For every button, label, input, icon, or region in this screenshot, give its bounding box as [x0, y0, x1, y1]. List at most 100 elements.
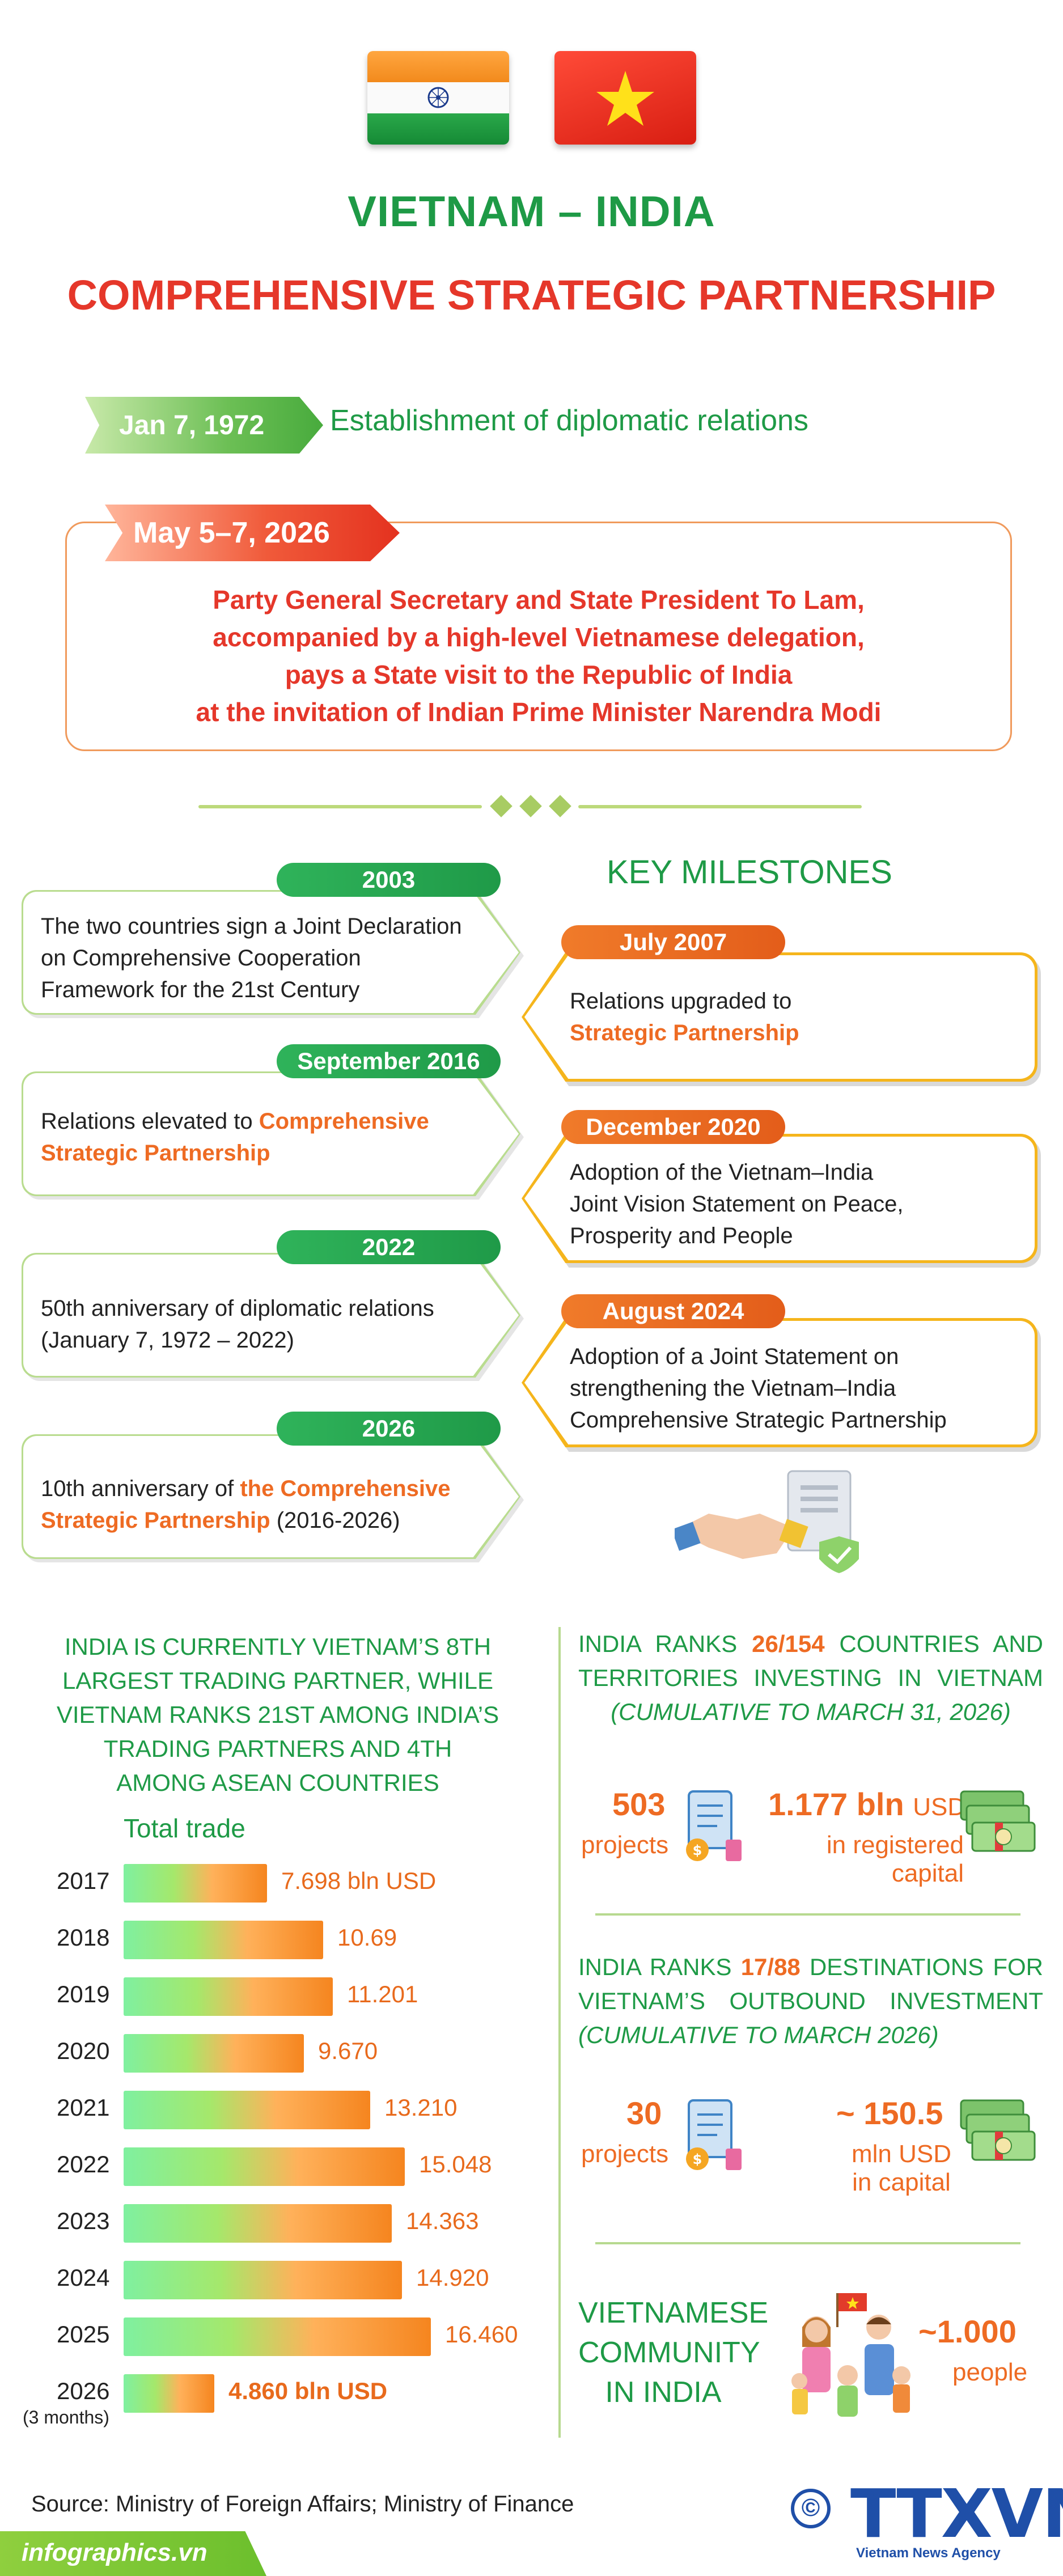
india-flag-icon [367, 51, 509, 145]
milestone-line: The two countries sign a Joint Declarati… [41, 914, 462, 939]
milestone-2007-text: Relations upgraded to Strategic Partners… [570, 985, 799, 1049]
chart-year-label: 2023 [57, 2208, 110, 2234]
site-link[interactable]: infographics.vn [22, 2539, 207, 2566]
milestone-line: Framework for the 21st Century [41, 977, 360, 1002]
section-divider [595, 1913, 1020, 1916]
capital-label-line: in capital [852, 2168, 951, 2196]
milestone-line: Relations upgraded to [570, 989, 792, 1014]
logo-subtitle: Vietnam News Agency [856, 2545, 1001, 2561]
chart-value-label: 13.210 [384, 2094, 458, 2121]
milestone-2020-text: Adoption of the Vietnam–India Joint Visi… [570, 1156, 904, 1252]
milestone-2003-text: The two countries sign a Joint Declarati… [41, 910, 462, 1006]
divider-left [198, 805, 482, 808]
headline-text: DESTINATIONS FOR [800, 1954, 1043, 1980]
capital-value: 1.177 bln USD [768, 1786, 965, 1823]
chart-year-label: 2020 [57, 2037, 110, 2064]
source-note: Source: Ministry of Foreign Affairs; Min… [31, 2492, 574, 2516]
copyright-icon: © [791, 2489, 831, 2528]
chart-bar [124, 1864, 267, 1903]
investment-in-vn-headline: INDIA RANKS 26/154 COUNTRIES AND TERRITO… [578, 1627, 1043, 1729]
establishment-date-tag: Jan 7, 1972 [85, 397, 323, 454]
headline-text: TERRITORIES INVESTING IN VIETNAM [578, 1664, 1043, 1691]
milestone-highlight: Strategic Partnership [41, 1141, 270, 1166]
chart-year-label: 2026 [57, 2378, 110, 2404]
chart-year-label: 2018 [57, 1924, 110, 1951]
chart-year-label: 2017 [57, 1867, 110, 1894]
milestone-2003-box [22, 890, 520, 1015]
community-count-label: people [952, 2358, 1028, 2386]
divider-diamond [549, 795, 571, 817]
milestone-year-pill: 2026 [277, 1412, 501, 1446]
outbound-projects-count: 30 [626, 2095, 662, 2131]
milestone-highlight: Comprehensive [259, 1109, 429, 1134]
capital-label-line: in registered [826, 1831, 964, 1859]
establishment-text: Establishment of diplomatic relations [330, 404, 808, 437]
milestone-line: (January 7, 1972 – 2022) [41, 1328, 294, 1353]
document-pen-icon: $ [686, 1790, 742, 1861]
outbound-capital-value: ~ 150.5 [836, 2095, 943, 2131]
community-line: VIETNAMESE [578, 2297, 769, 2329]
chart-value-label: 4.860 bln USD [228, 2378, 388, 2404]
milestone-2024-box [522, 1318, 1037, 1447]
capital-number: 1.177 bln [768, 1786, 904, 1822]
chart-value-label: 16.460 [445, 2321, 518, 2348]
headline-line: LARGEST TRADING PARTNER, WHILE [62, 1667, 494, 1694]
outbound-projects-label: projects [581, 2140, 669, 2168]
chart-year-label: 2022 [57, 2151, 110, 2177]
chart-bar [124, 1977, 333, 2016]
milestone-line: 50th anniversary of diplomatic relations [41, 1296, 434, 1321]
total-trade-label: Total trade [124, 1814, 245, 1843]
milestone-2016-text: Relations elevated to Comprehensive Stra… [41, 1105, 429, 1169]
trade-headline: INDIA IS CURRENTLY VIETNAM’S 8TH LARGEST… [23, 1630, 533, 1800]
milestone-line: 10th anniversary of [41, 1476, 240, 1501]
milestone-line: Prosperity and People [570, 1223, 793, 1248]
projects-count: 503 [612, 1786, 666, 1822]
milestone-year-pill: 2003 [277, 863, 501, 897]
milestone-year-pill: September 2016 [277, 1044, 501, 1078]
milestone-2026-text: 10th anniversary of the Comprehensive St… [41, 1473, 451, 1536]
footer-bar [0, 2531, 266, 2576]
milestone-line: Adoption of a Joint Statement on [570, 1344, 899, 1369]
capital-label-line: mln USD [851, 2140, 952, 2168]
chart-bar [124, 2147, 405, 2186]
headline-line: AMONG ASEAN COUNTRIES [116, 1769, 439, 1796]
visit-description: Party General Secretary and State Presid… [65, 581, 1012, 731]
headline-text: INDIA RANKS [578, 1954, 741, 1980]
chart-value-label: 9.670 [318, 2037, 378, 2064]
milestone-line: (2016-2026) [270, 1508, 400, 1533]
rank-value: 26/154 [752, 1630, 825, 1657]
milestone-2026-box [22, 1434, 520, 1559]
milestone-highlight: Strategic Partnership [41, 1508, 270, 1533]
ttxvn-logo: TTXVN [850, 2475, 1063, 2553]
chart-year-label: 2019 [57, 1981, 110, 2007]
chart-year-label: 2021 [57, 2094, 110, 2121]
visit-date-tag: May 5–7, 2026 [105, 505, 400, 561]
chart-bar [124, 2374, 214, 2413]
handshake-document-icon [675, 1470, 859, 1573]
community-line: IN INDIA [605, 2376, 722, 2409]
chart-bar [124, 2261, 402, 2299]
milestone-line: on Comprehensive Cooperation [41, 946, 361, 971]
title-line-1: VIETNAM – INDIA [348, 188, 715, 236]
chart-year-label: 2024 [57, 2264, 110, 2291]
headline-text: COUNTRIES AND [824, 1630, 1043, 1657]
chart-bar [124, 1921, 323, 1959]
visit-line: Party General Secretary and State Presid… [213, 585, 865, 615]
headline-line: VIETNAM RANKS 21ST AMONG INDIA’S [56, 1701, 499, 1728]
vietnam-flag-icon [554, 51, 696, 145]
chart-bar [124, 2034, 304, 2073]
headline-note: (CUMULATIVE TO MARCH 2026) [578, 2022, 939, 2048]
milestone-line: strengthening the Vietnam–India [570, 1376, 896, 1401]
milestone-2024-text: Adoption of a Joint Statement on strengt… [570, 1341, 947, 1436]
capital-label-line: capital [891, 1859, 964, 1887]
title-line-2: COMPREHENSIVE STRATEGIC PARTNERSHIP [67, 272, 996, 319]
note-3-months: (3 months) [23, 2407, 109, 2427]
key-milestones-title: KEY MILESTONES [607, 854, 892, 891]
capital-unit: USD [913, 1793, 966, 1821]
chart-value-label: 10.69 [337, 1924, 397, 1951]
milestone-highlight: the Comprehensive [240, 1476, 451, 1501]
chart-bar [124, 2091, 370, 2129]
chart-value-label: 7.698 bln USD [281, 1867, 437, 1894]
milestone-2022-box [22, 1253, 520, 1378]
milestone-year-pill: July 2007 [561, 925, 785, 959]
